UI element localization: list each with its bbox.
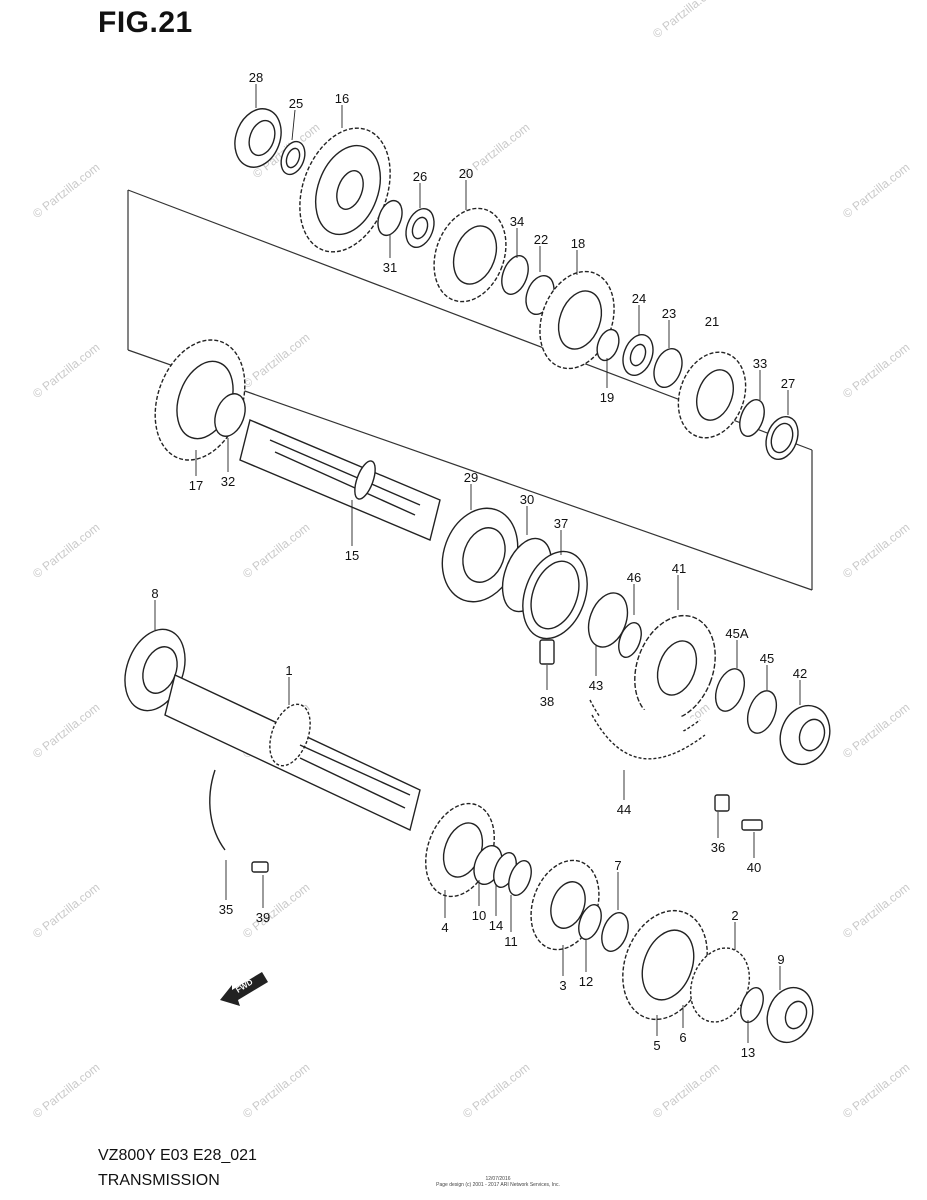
part-label: 13 bbox=[741, 1045, 755, 1060]
part-number-labels: 28 25 16 31 26 20 34 22 18 19 24 23 21 3… bbox=[151, 70, 807, 1060]
part-label: 26 bbox=[413, 169, 427, 184]
part-label: 19 bbox=[600, 390, 614, 405]
drive-sprocket-parts bbox=[441, 507, 831, 766]
part-label: 7 bbox=[614, 858, 621, 873]
part-label: 18 bbox=[571, 236, 585, 251]
part-label: 38 bbox=[540, 694, 554, 709]
leader-lines bbox=[154, 84, 801, 1043]
part-label: 40 bbox=[747, 860, 761, 875]
part-label: 17 bbox=[189, 478, 203, 493]
diagram-caption: TRANSMISSION bbox=[98, 1172, 220, 1189]
figure-title: FIG.21 bbox=[98, 6, 193, 39]
part-label: 29 bbox=[464, 470, 478, 485]
model-code: VZ800Y E03 E28_021 bbox=[98, 1147, 257, 1164]
part-label: 25 bbox=[289, 96, 303, 111]
part-label: 37 bbox=[554, 516, 568, 531]
part-label: 33 bbox=[753, 356, 767, 371]
part-label: 41 bbox=[672, 561, 686, 576]
part-label: 21 bbox=[705, 314, 719, 329]
part-label: 4 bbox=[441, 920, 448, 935]
forward-direction-arrow: FWD bbox=[220, 972, 268, 1006]
part-label: 6 bbox=[679, 1030, 686, 1045]
part-label: 34 bbox=[510, 214, 524, 229]
part-label: 8 bbox=[151, 586, 158, 601]
countershaft-parts bbox=[234, 108, 799, 461]
part-label: 11 bbox=[504, 934, 518, 949]
part-label: 45 bbox=[760, 651, 774, 666]
part-label: 5 bbox=[653, 1038, 660, 1053]
part-label: 14 bbox=[489, 918, 503, 933]
countershaft bbox=[154, 339, 441, 541]
part-label: 28 bbox=[249, 70, 263, 85]
part-label: 3 bbox=[559, 978, 566, 993]
footer-code: 12/07/2016 bbox=[485, 1176, 511, 1182]
part-label: 44 bbox=[617, 802, 631, 817]
part-label: 27 bbox=[781, 376, 795, 391]
part-label: 39 bbox=[256, 910, 270, 925]
part-label: 35 bbox=[219, 902, 233, 917]
part-label: 9 bbox=[777, 952, 784, 967]
part-label: 16 bbox=[335, 91, 349, 106]
part-label: 36 bbox=[711, 840, 725, 855]
part-label: 24 bbox=[632, 291, 646, 306]
part-label: 30 bbox=[520, 492, 534, 507]
part-label: 43 bbox=[589, 678, 603, 693]
part-label: 20 bbox=[459, 166, 473, 181]
part-label: 10 bbox=[472, 908, 486, 923]
part-label: 42 bbox=[793, 666, 807, 681]
part-label: 12 bbox=[579, 974, 593, 989]
part-label: 2 bbox=[731, 908, 738, 923]
part-label: 15 bbox=[345, 548, 359, 563]
footer-credit: 12/07/2016 Page design (c) 2001 - 2017 A… bbox=[398, 1176, 598, 1188]
part-label: 31 bbox=[383, 260, 397, 275]
part-label: 32 bbox=[221, 474, 235, 489]
part-label: 1 bbox=[285, 663, 292, 678]
part-label: 22 bbox=[534, 232, 548, 247]
part-label: 23 bbox=[662, 306, 676, 321]
footer-credit-text: Page design (c) 2001 - 2017 ARI Network … bbox=[436, 1182, 560, 1188]
driveshaft-parts bbox=[124, 628, 814, 1044]
part-label: 46 bbox=[627, 570, 641, 585]
part-label: 45A bbox=[725, 626, 748, 641]
